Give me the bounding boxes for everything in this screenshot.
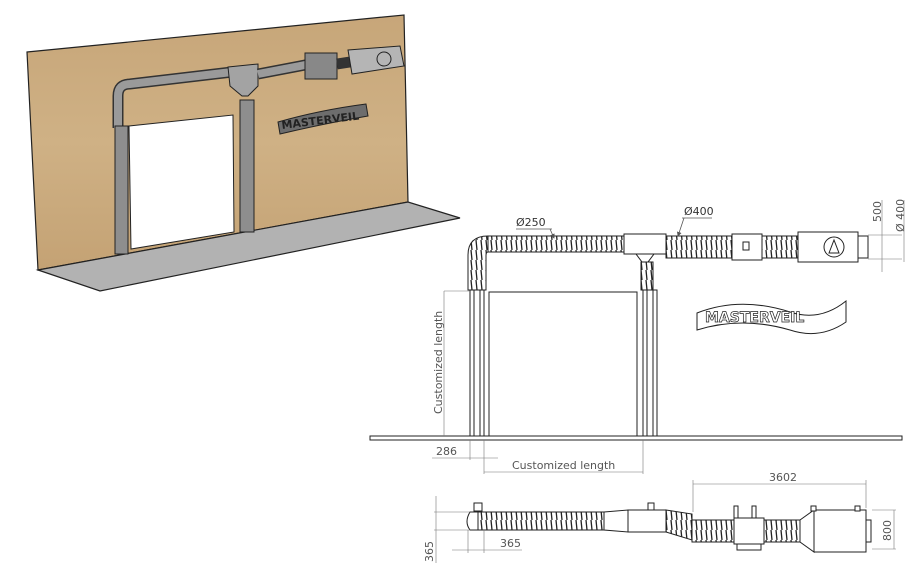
dim-horizontal-customized-length: Customized length: [512, 459, 615, 472]
iso-fan-symbol: [376, 51, 392, 67]
front-fan-unit: [797, 231, 859, 263]
front-fan-symbol: [823, 236, 845, 258]
front-floor-line: [369, 435, 903, 441]
label-main-pipe-diameter: Ø250: [516, 216, 546, 229]
dim-fan-width-800: 800: [881, 520, 894, 541]
front-door-opening: [488, 291, 638, 437]
front-fan-flex-pipe: [665, 235, 733, 259]
front-tee: [623, 233, 667, 255]
dim-depth-365: 365: [423, 541, 436, 562]
dim-outlet-diameter: Ø 400: [894, 199, 907, 232]
iso-logo-banner: [277, 103, 369, 135]
front-left-column: [469, 289, 485, 437]
floor-panel: [35, 201, 461, 292]
iso-right-column: [239, 99, 255, 233]
front-logo-banner: [696, 299, 847, 335]
dim-offset-365: 365: [500, 537, 521, 550]
iso-damper: [304, 52, 338, 80]
isometric-view: MASTERVEIL: [26, 14, 461, 292]
top-main-flex-pipe: [477, 511, 605, 531]
iso-fan-box: [347, 45, 405, 75]
dim-fan-section-3602: 3602: [769, 471, 797, 484]
dim-height-500: 500: [871, 201, 884, 222]
top-damper: [733, 517, 765, 545]
dim-offset-286: 286: [436, 445, 457, 458]
top-fan-unit: [813, 509, 867, 553]
front-main-flex-pipe: [487, 235, 625, 253]
front-elbow: [467, 235, 489, 291]
front-fan-outlet: [857, 235, 869, 259]
top-view: 3602 800 365 365: [423, 471, 896, 563]
iso-tee: [227, 63, 259, 97]
door-opening: [128, 114, 235, 250]
dim-vertical-customized-length: Customized length: [432, 311, 445, 414]
front-tee-drop: [640, 261, 654, 291]
label-fan-pipe-diameter: Ø400: [684, 205, 714, 218]
front-view: MASTERVEIL Ø250 Ø400 500 Ø 400 Customize…: [369, 199, 907, 474]
top-fan-flex-pipe: [691, 519, 735, 543]
top-tee: [627, 509, 667, 533]
iso-left-column: [114, 125, 129, 255]
front-right-column: [642, 289, 658, 437]
front-logo-text: MASTERVEIL: [705, 310, 804, 326]
